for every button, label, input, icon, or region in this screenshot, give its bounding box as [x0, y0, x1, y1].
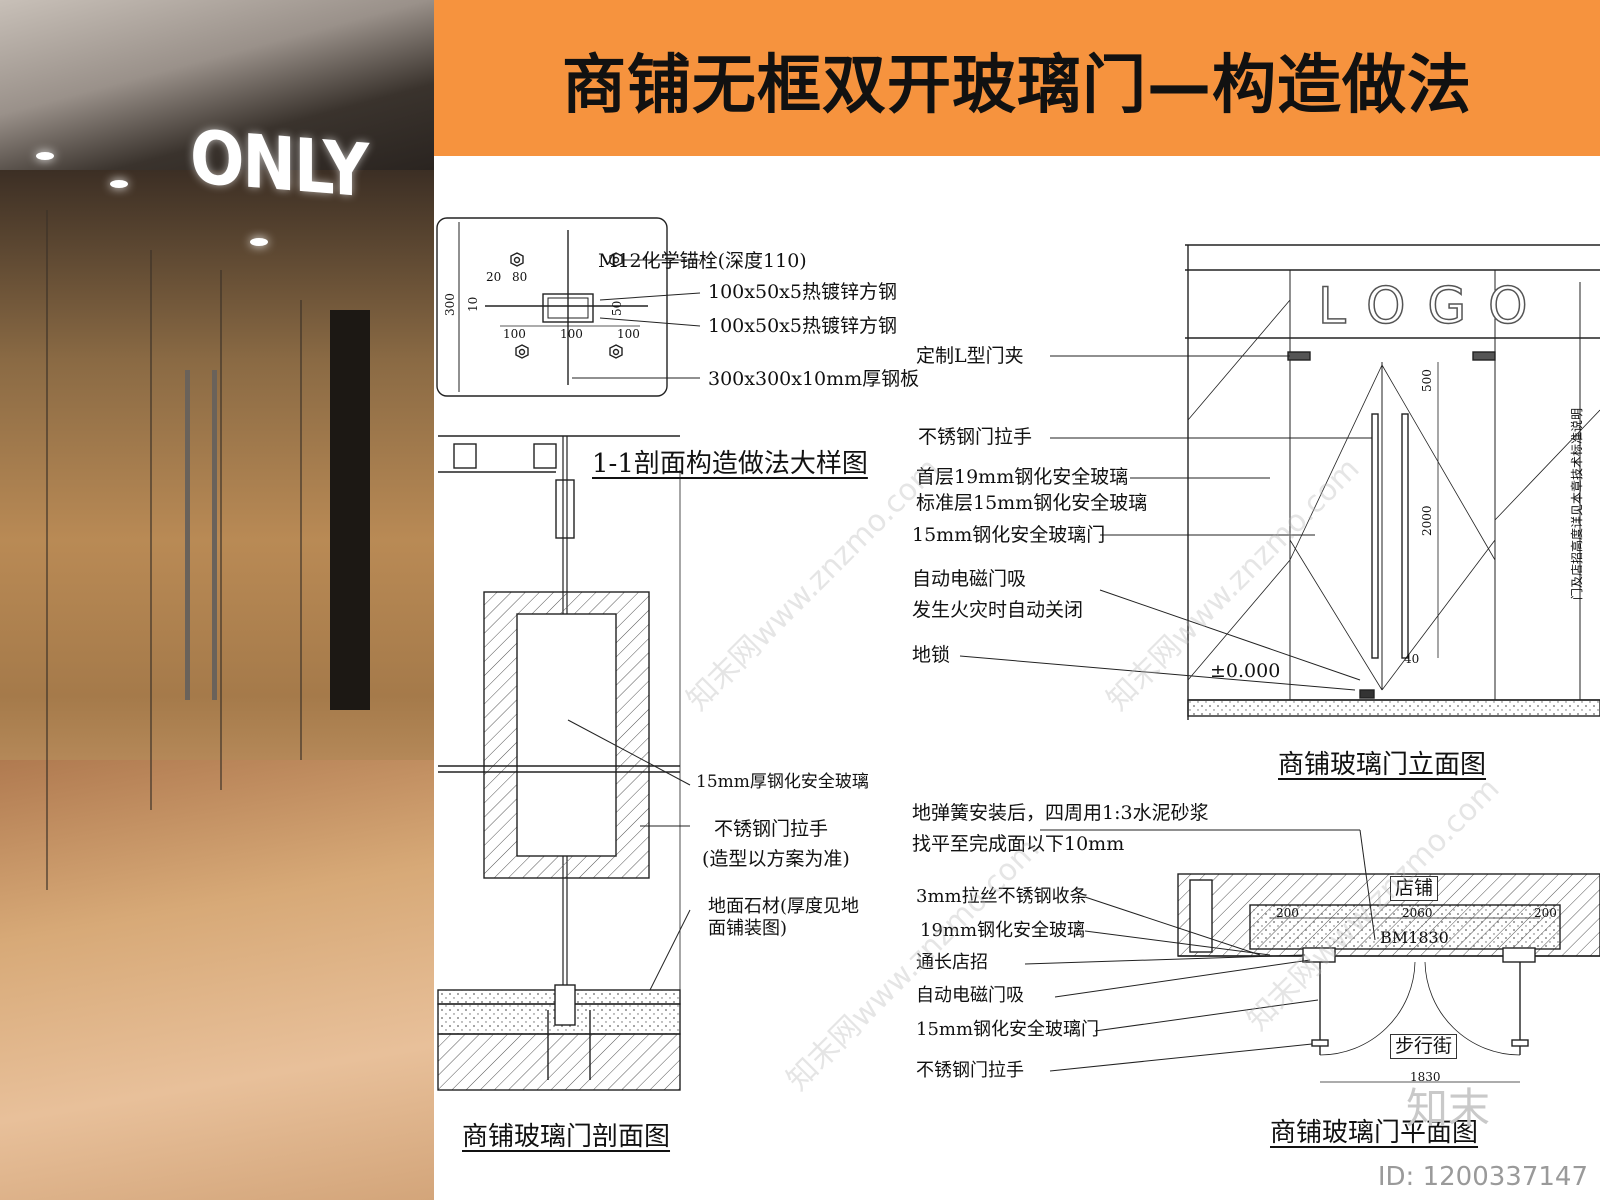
- plan-glass-label: 19mm钢化安全玻璃: [920, 920, 1086, 941]
- elevation-handle-label: 不锈钢门拉手: [918, 426, 1033, 448]
- glass-frame-line: [150, 250, 152, 810]
- plan-bm-label: BM1830: [1380, 928, 1449, 947]
- dim-label: 100: [617, 327, 640, 341]
- glass-frame-line: [46, 210, 48, 890]
- ceiling-lamp: [110, 180, 128, 188]
- door-handle: [212, 370, 217, 700]
- dim-label: 2060: [1402, 906, 1433, 920]
- plan-spring-note: 地弹簧安装后，四周用1:3水泥砂浆: [912, 802, 1209, 824]
- elevation-logo-placeholder: LOGO: [1317, 276, 1550, 336]
- section-caption: 商铺玻璃门剖面图: [462, 1122, 671, 1152]
- dim-label: 200: [1276, 906, 1299, 920]
- dim-label: 100: [503, 327, 526, 341]
- door-elevation: [959, 244, 1600, 720]
- ceiling-lamp: [36, 152, 54, 160]
- storefront-photo: ONLY: [0, 0, 434, 1200]
- anchor-bolt-label: M12化学锚栓(深度110): [598, 250, 807, 272]
- image-id: ID: 1200337147: [1377, 1162, 1588, 1192]
- black-pillar: [330, 310, 370, 710]
- dim-label: 500: [1420, 369, 1434, 392]
- title-bar: 商铺无框双开玻璃门—构造做法: [434, 0, 1600, 156]
- elevation-holder-label: 自动电磁门吸: [912, 568, 1027, 590]
- page-title: 商铺无框双开玻璃门—构造做法: [562, 49, 1472, 123]
- dim-label: 1830: [1410, 1070, 1441, 1084]
- steel-tube-label-2: 100x50x5热镀锌方钢: [708, 315, 897, 337]
- section-floor-label: 地面石材(厚度见地: [708, 896, 860, 917]
- plan-store-label: 店铺: [1390, 876, 1439, 901]
- mall-floor: [0, 760, 434, 1200]
- base-plate-detail: [436, 217, 701, 397]
- steel-plate-label: 300x300x10mm厚钢板: [708, 368, 920, 390]
- plan-caption: 商铺玻璃门平面图: [1270, 1118, 1479, 1148]
- dim-label: 200: [1534, 906, 1557, 920]
- dim-label: 50: [610, 300, 624, 316]
- elevation-glass-label-2: 标准层15mm钢化安全玻璃: [916, 492, 1148, 514]
- elevation-floor-lock-label: 地锁: [912, 644, 951, 666]
- elevation-caption: 商铺玻璃门立面图: [1278, 750, 1487, 780]
- dim-label: 80: [512, 270, 528, 284]
- elevation-level-label: ±0.000: [1210, 660, 1281, 682]
- dim-label: 10: [466, 296, 480, 312]
- section-handle-label: 不锈钢门拉手: [714, 818, 829, 840]
- door-section: [437, 435, 691, 1091]
- section-handle-note: (造型以方案为准): [702, 848, 850, 870]
- dim-label: 300: [443, 293, 457, 316]
- elevation-fire-note: 发生火灾时自动关闭: [912, 599, 1084, 621]
- glass-frame-line: [220, 270, 222, 790]
- glass-frame-line: [300, 300, 302, 760]
- elevation-side-note: 门及店招高度详见本章技术标准说明: [1570, 407, 1584, 600]
- plan-street-label: 步行街: [1390, 1034, 1458, 1059]
- plan-holder-label: 自动电磁门吸: [916, 985, 1024, 1006]
- plan-door-label: 15mm钢化安全玻璃门: [916, 1019, 1100, 1040]
- steel-tube-label: 100x50x5热镀锌方钢: [708, 281, 897, 303]
- brand-mark: 知末: [1406, 1084, 1491, 1133]
- ceiling-lamp: [250, 238, 268, 246]
- plan-trim-label: 3mm拉丝不锈钢收条: [916, 886, 1088, 907]
- plan-handle-label: 不锈钢门拉手: [916, 1060, 1024, 1081]
- elevation-glass-label: 首层19mm钢化安全玻璃: [916, 466, 1129, 488]
- plan-sign-label: 通长店招: [916, 952, 988, 973]
- elevation-door-clip-label: 定制L型门夹: [916, 345, 1024, 367]
- dim-label: 20: [486, 270, 502, 284]
- section-floor-label-2: 面铺装图): [708, 918, 788, 939]
- detail-caption: 1-1剖面构造做法大样图: [592, 449, 868, 479]
- plan-spring-note-2: 找平至完成面以下10mm: [912, 833, 1125, 855]
- section-glass-label: 15mm厚钢化安全玻璃: [696, 772, 869, 792]
- door-handle: [185, 370, 190, 700]
- elevation-door-label: 15mm钢化安全玻璃门: [912, 524, 1106, 546]
- dim-label: 2000: [1420, 505, 1434, 536]
- door-plan: [1024, 829, 1600, 1083]
- dim-label: 100: [560, 327, 583, 341]
- dim-label: 40: [1404, 652, 1420, 666]
- mall-ceiling: [0, 0, 434, 170]
